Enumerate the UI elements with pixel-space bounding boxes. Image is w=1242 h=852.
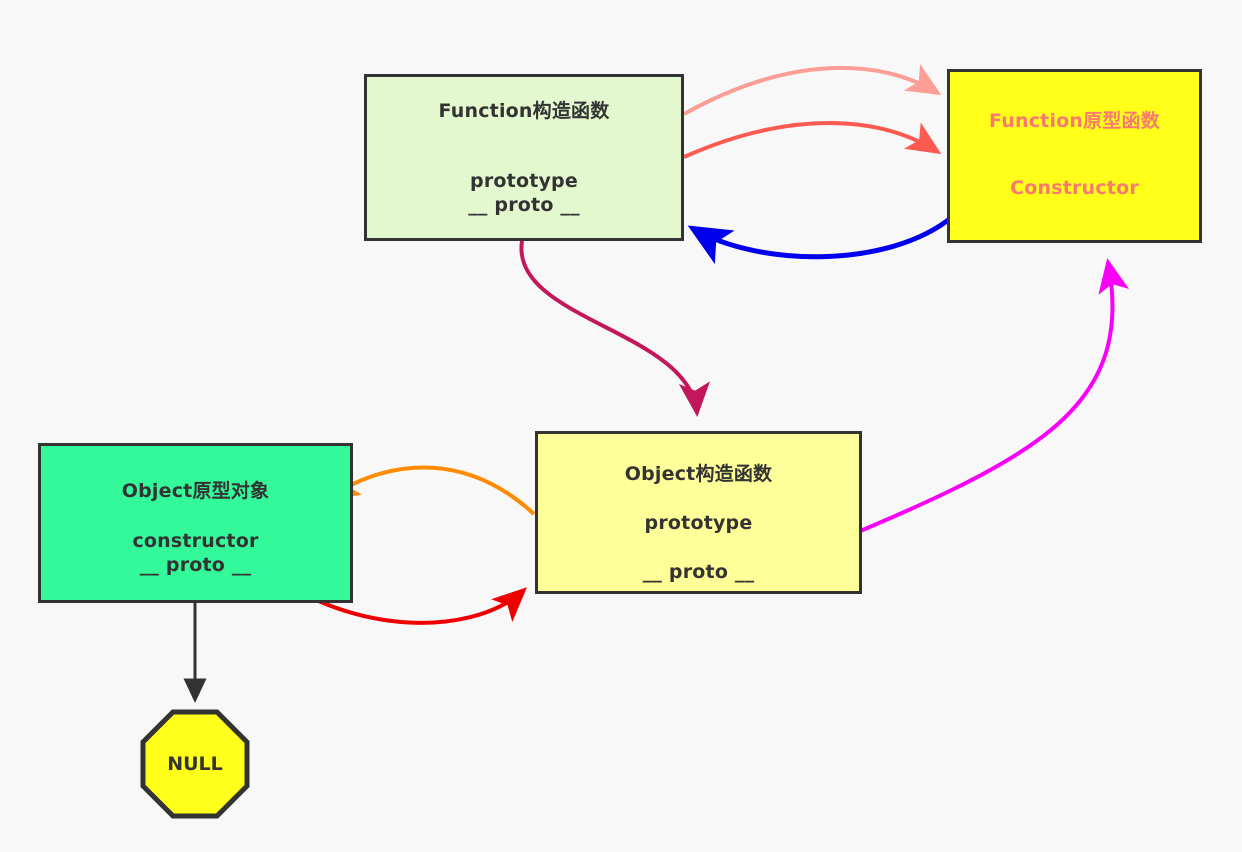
function-constructor-prop-dunder-proto: __ proto __ xyxy=(468,194,580,217)
function-prototype-subtitle: Constructor xyxy=(1010,177,1139,199)
node-function-prototype[interactable]: Function原型函数 Constructor xyxy=(947,69,1202,243)
function-prototype-title: Function原型函数 xyxy=(989,110,1160,132)
node-object-constructor[interactable]: Object构造函数 prototype __ proto __ xyxy=(535,431,862,594)
null-label: NULL xyxy=(167,753,223,775)
edge-fn-ctor-to-obj-ctor xyxy=(519,240,710,417)
null-octagon-shape xyxy=(140,709,250,819)
node-object-prototype[interactable]: Object原型对象 constructor __ proto __ xyxy=(38,443,353,603)
object-constructor-prop-dunder-proto: __ proto __ xyxy=(642,561,755,584)
function-constructor-properties: prototype __ proto __ xyxy=(468,169,580,218)
object-prototype-prop-constructor: constructor xyxy=(132,530,259,552)
object-prototype-properties: constructor __ proto __ xyxy=(132,529,258,578)
function-constructor-title: Function构造函数 xyxy=(438,100,610,122)
edge-obj-ctor-prototype-to-obj-proto xyxy=(324,465,536,516)
node-function-constructor[interactable]: Function构造函数 prototype __ proto __ xyxy=(364,74,684,241)
edge-fn-ctor-prototype-to-fn-proto xyxy=(683,63,942,116)
edge-fn-ctor-dunderproto-to-fn-proto xyxy=(683,121,942,159)
edge-fn-proto-constructor-to-fn-ctor xyxy=(687,215,954,265)
object-constructor-prop-prototype: prototype xyxy=(644,512,753,534)
object-prototype-prop-dunder-proto: __ proto __ xyxy=(139,554,252,577)
node-null[interactable]: NULL xyxy=(140,709,250,819)
function-constructor-prop-prototype: prototype xyxy=(470,170,578,192)
object-prototype-title: Object原型对象 xyxy=(121,480,270,502)
object-constructor-title: Object构造函数 xyxy=(624,463,773,485)
